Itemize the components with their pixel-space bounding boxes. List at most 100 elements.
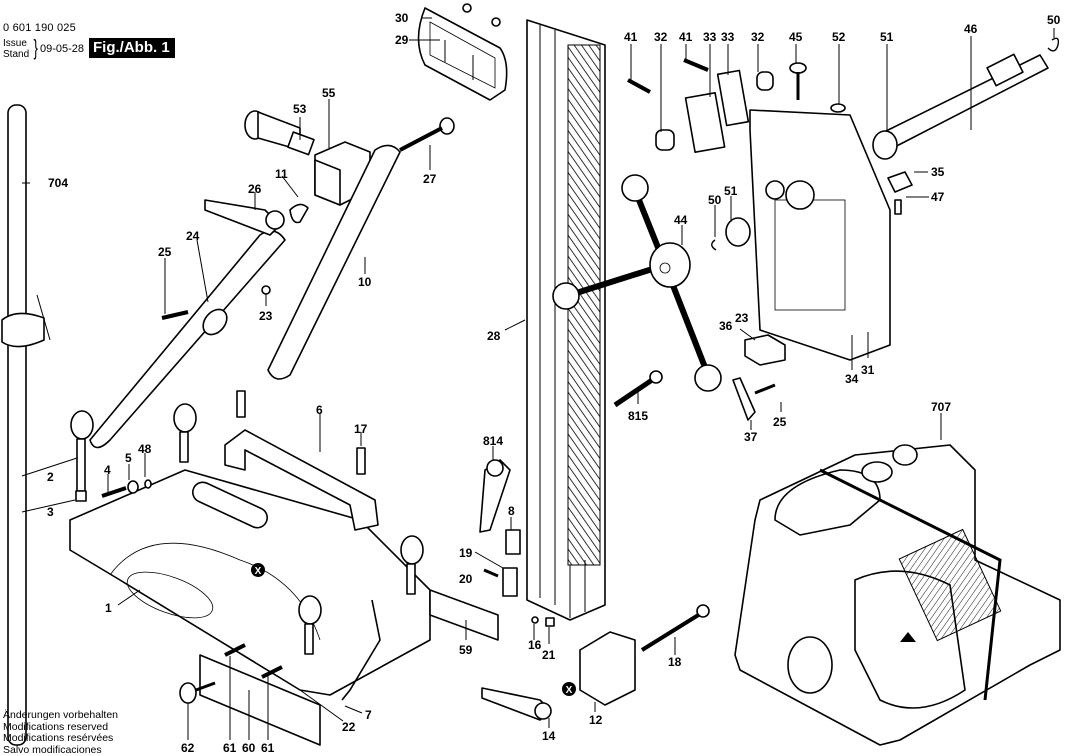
part-10-strut [267,144,401,380]
issue-label-de: Stand [3,49,30,60]
part-5-washer [127,480,139,494]
part-32-knob [655,129,675,151]
callout-8: 8 [508,504,515,518]
callout-12: 12 [589,713,603,727]
part-37-lever [732,377,756,421]
part-707-vacuum-pump [734,444,1061,746]
callout-47: 47 [931,190,945,204]
callout-41: 41 [679,30,693,44]
callout-32: 32 [751,30,765,44]
callout-62: 62 [181,741,195,755]
part-27-bolt [399,117,455,152]
callout-41: 41 [624,30,638,44]
part-30-column-cap [417,3,508,101]
callout-23: 23 [735,311,749,325]
callout-19: 19 [459,546,473,560]
callout-37: 37 [744,430,758,444]
part-3-insert [75,490,87,502]
part-2-eye-bolt [70,403,424,655]
callout-704: 704 [48,176,68,190]
callout-18: 18 [668,655,682,669]
callout-17: 17 [354,422,368,436]
part-1-base [69,469,431,696]
svg-text:X: X [255,566,262,577]
figure-label: Fig./Abb. 1 [89,38,175,58]
part-50-clip-b [711,239,717,251]
modifications-notice: Änderungen vorbehalten Modifications res… [3,709,118,756]
callout-31: 31 [861,363,875,377]
issue-date: 09-05-28 [40,43,85,55]
callout-25: 25 [773,415,787,429]
part-20-screws [483,568,499,578]
callout-26: 26 [248,182,262,196]
direction-arrow-icon [900,632,916,642]
part-815-bolt [613,370,663,408]
callout-50: 50 [708,193,722,207]
part-18-bolt [640,612,702,652]
part-16-clip [531,616,539,624]
part-47-pin [894,199,902,215]
callout-33: 33 [721,30,735,44]
part-21-nut [545,617,555,627]
part-53-plunger [244,110,315,156]
callout-23: 23 [259,309,273,323]
callout-27: 27 [423,172,437,186]
part-19-clamp [502,567,518,597]
callout-4: 4 [104,463,111,477]
callout-29: 29 [395,33,409,47]
part-814-lever [479,459,511,533]
callout-35: 35 [931,165,945,179]
part-25-screw-b [754,383,776,395]
callout-36: 36 [719,319,733,333]
callout-53: 53 [293,102,307,116]
part-704-pole [1,104,51,746]
issue-label-en: Issue [3,38,27,49]
callout-5: 5 [125,451,132,465]
callout-32: 32 [654,30,668,44]
callout-3: 3 [47,505,54,519]
x-marker-base: X [251,563,265,577]
callout-51: 51 [724,184,738,198]
part-52-washer [830,103,846,113]
callout-46: 46 [964,22,978,36]
part-12-block [579,631,636,706]
part-51-bushing [725,217,751,247]
brace-symbol: } [33,35,38,60]
callout-22: 22 [342,720,356,734]
callout-34: 34 [845,372,859,386]
callout-28: 28 [487,329,501,343]
part-17-screw [356,447,366,475]
callout-7: 7 [365,708,372,722]
callout-59: 59 [459,643,473,657]
part-59-plate [429,589,499,641]
issue-label: Issue Stand [3,38,29,60]
callout-44: 44 [674,213,688,227]
callout-2: 2 [47,470,54,484]
callout-52: 52 [832,30,846,44]
part-28-column [526,19,606,621]
callout-24: 24 [186,229,200,243]
notice-en: Modifications reserved [3,720,109,733]
svg-text:X: X [566,685,573,696]
part-23-nut [261,285,271,295]
callout-48: 48 [138,442,152,456]
part-33-slide [716,69,750,127]
callout-61: 61 [223,741,237,755]
part-46-shaft [872,53,1049,160]
callout-33: 33 [703,30,717,44]
part-36-block [744,334,786,366]
part-7-wire [341,599,381,701]
callout-707: 707 [931,400,951,414]
notice-es: Salvo modificaciones [3,743,102,756]
callout-25: 25 [158,245,172,259]
notice-fr: Modifications resérvées [3,732,114,744]
part-44-star-handle [552,174,722,392]
callout-61: 61 [261,741,275,755]
x-marker-block: X [562,682,576,696]
callout-45: 45 [789,30,803,44]
part-41-screw-a [627,78,651,94]
part-48-ring [144,479,152,489]
part-4-screw [101,486,127,498]
callout-14: 14 [542,729,556,743]
